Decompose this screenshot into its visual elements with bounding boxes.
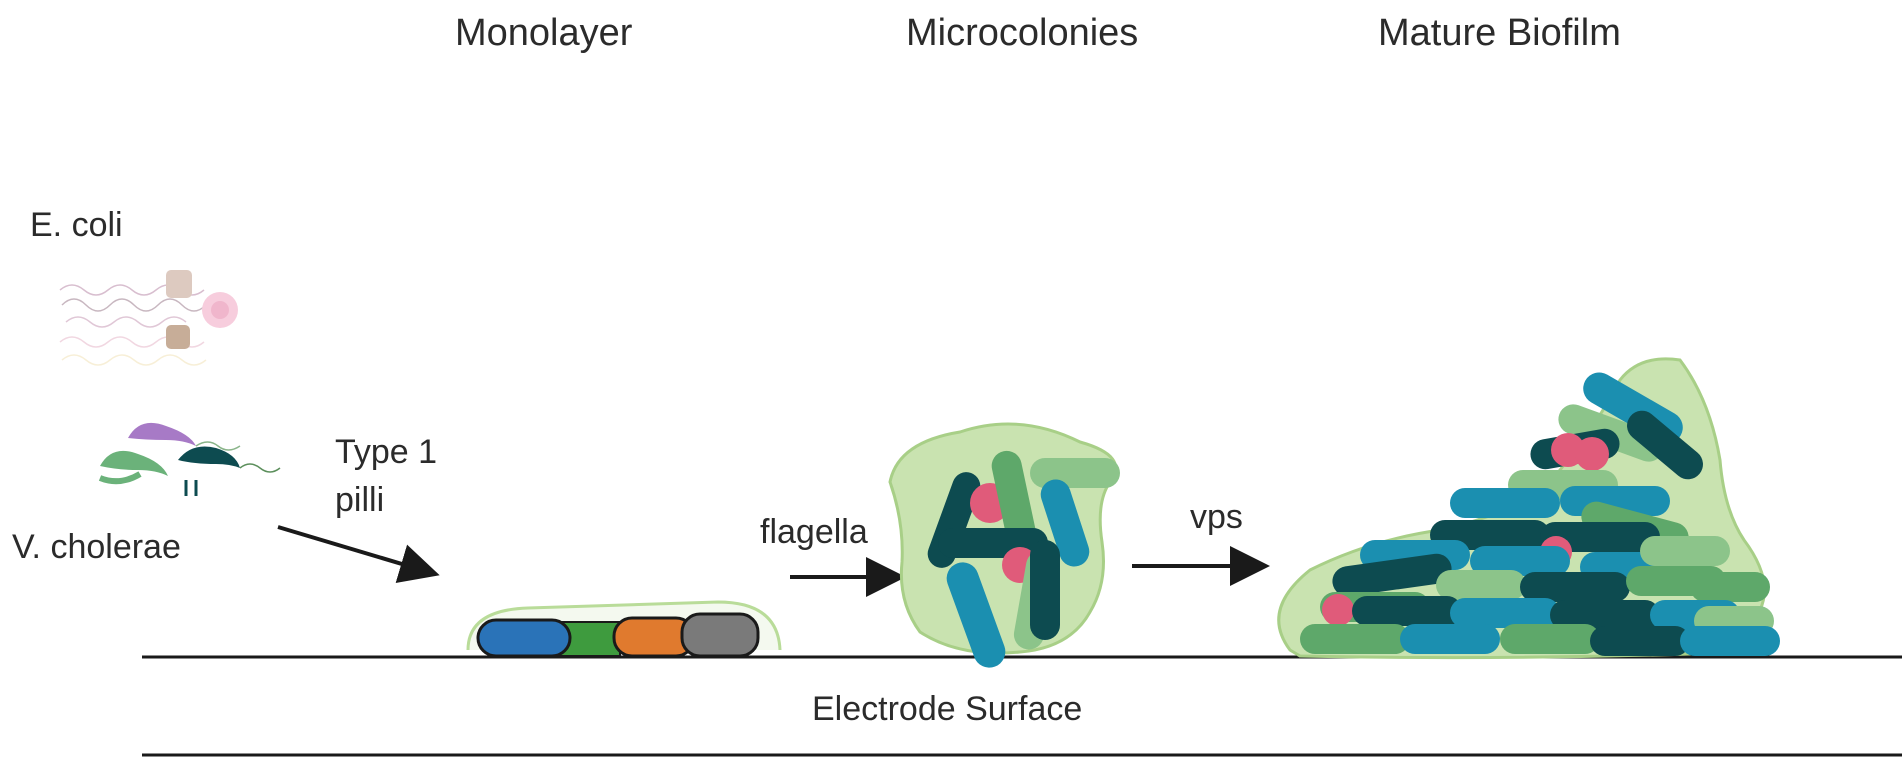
microcolony-illustration — [888, 422, 1120, 668]
transition-label-type1: Type 1 — [335, 433, 438, 471]
vcholerae-illustration — [98, 422, 281, 496]
type1-pilli-arrow — [277, 525, 440, 584]
stage-label-mature-biofilm: Mature Biofilm — [1378, 12, 1621, 54]
organism-label-vcholerae: V. cholerae — [12, 528, 181, 566]
ecoli-illustration — [59, 270, 238, 366]
electrode-surface-label: Electrode Surface — [812, 690, 1083, 728]
mature-biofilm-illustration — [1277, 357, 1780, 660]
transition-label-pilli: pilli — [335, 481, 385, 519]
transition-label-vps: vps — [1190, 498, 1243, 536]
stage-label-monolayer: Monolayer — [455, 12, 633, 54]
stage-label-microcolonies: Microcolonies — [906, 12, 1139, 54]
monolayer-illustration — [466, 600, 782, 658]
transition-label-flagella: flagella — [760, 513, 868, 551]
organism-label-ecoli: E. coli — [30, 206, 123, 244]
